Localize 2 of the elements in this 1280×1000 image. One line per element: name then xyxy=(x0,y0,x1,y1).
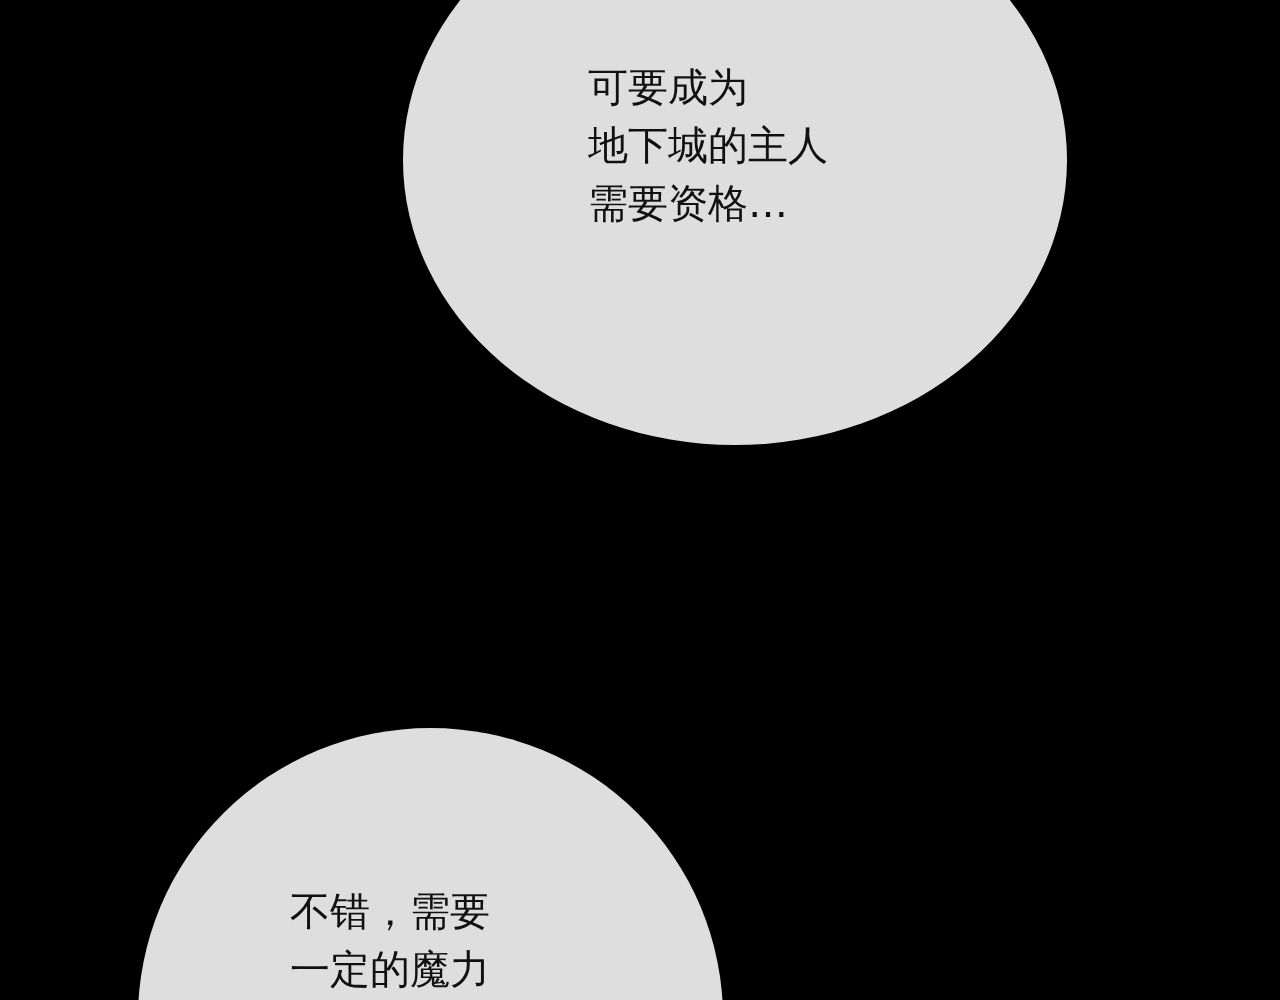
bubble-text: 可要成为地下城的主人需要资格… xyxy=(588,63,828,228)
bubble-text: 不错，需要一定的魔力 xyxy=(290,887,490,994)
